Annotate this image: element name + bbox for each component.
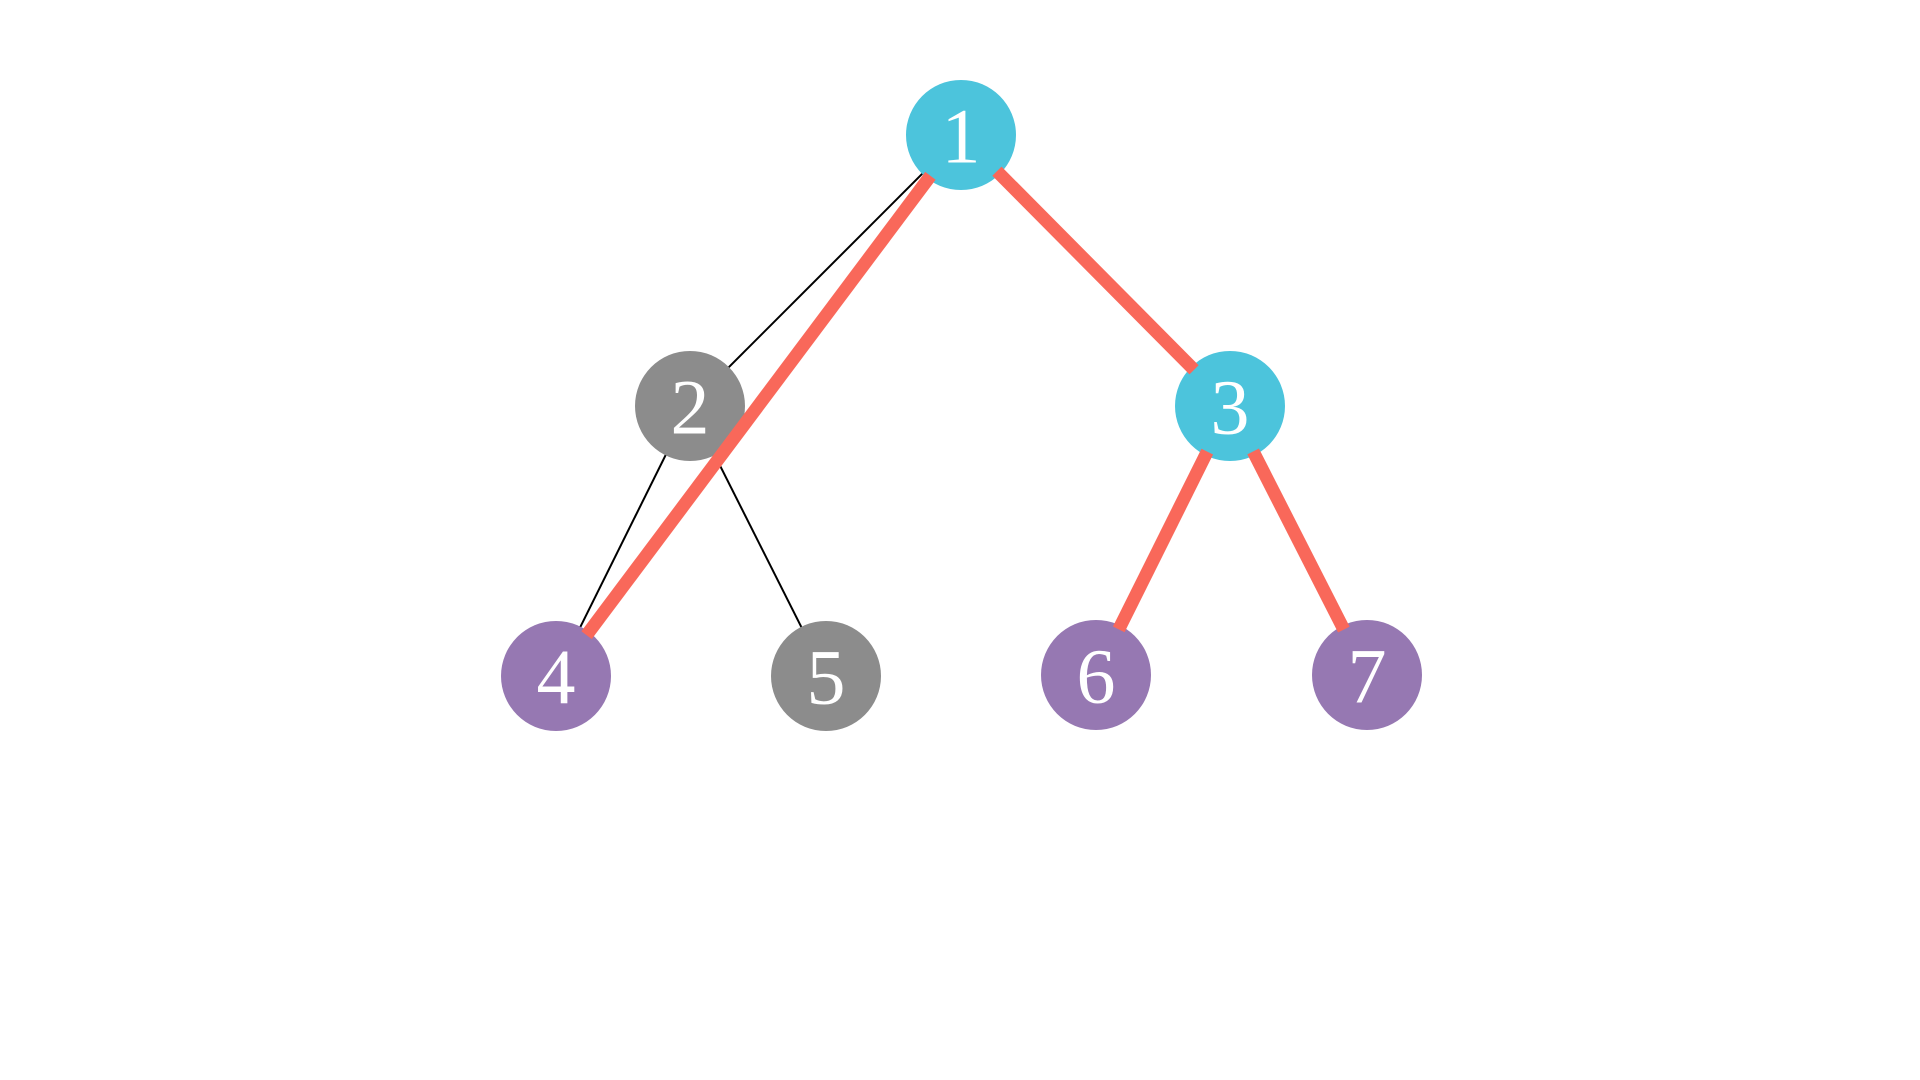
node-1-circle (906, 80, 1016, 190)
node-7-circle (1312, 620, 1422, 730)
node-6-circle (1041, 620, 1151, 730)
edge-1-3 (992, 166, 1199, 375)
node-5: 5 (771, 621, 881, 731)
edge-3-7 (1247, 448, 1350, 633)
node-6: 6 (1041, 620, 1151, 730)
edge-3-6 (1112, 448, 1214, 633)
edge-1-2 (689, 134, 962, 407)
edge-1-4 (581, 171, 936, 640)
edges-highlight-layer (581, 166, 1350, 640)
node-3-circle (1175, 351, 1285, 461)
node-2-circle (635, 351, 745, 461)
node-4: 4 (501, 621, 611, 731)
node-5-circle (771, 621, 881, 731)
node-4-circle (501, 621, 611, 731)
node-7: 7 (1312, 620, 1422, 730)
